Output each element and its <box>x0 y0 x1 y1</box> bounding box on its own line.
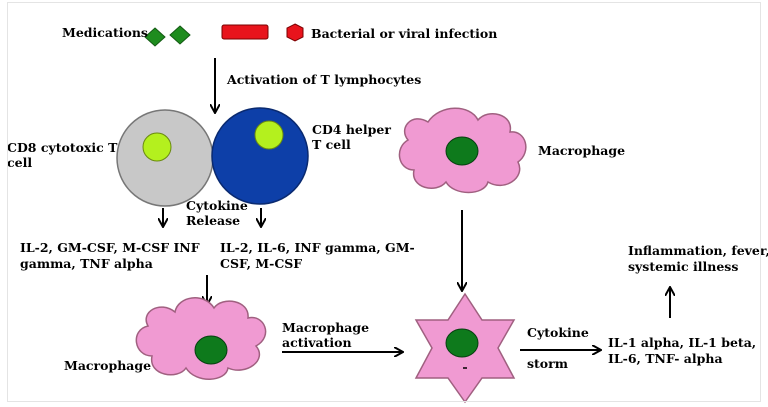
macrophage-activation-line2: activation <box>282 335 352 350</box>
infection-hexagon <box>286 23 304 42</box>
macrophage-bottom-label: Macrophage <box>64 358 152 373</box>
cytokine-release-line2: Release <box>186 213 241 228</box>
cytokine-storm-line2: storm <box>527 356 568 371</box>
cd4-cytokines-line1: IL-2, IL-6, INF gamma, GM- <box>220 240 415 255</box>
macrophage-bottom-nucleus <box>194 335 228 365</box>
cd8-cytokines-line1: IL-2, GM-CSF, M-CSF INF <box>20 240 200 255</box>
cd8-nucleus <box>142 132 172 162</box>
macrophage-top-label: Macrophage <box>538 143 626 158</box>
cd4-label-line2: T cell <box>312 137 351 152</box>
macrophage-top-nucleus <box>445 136 479 166</box>
medication-diamond-2 <box>169 25 191 45</box>
legend-medications: Medications <box>62 25 148 40</box>
storm-cytokines-line1: IL-1 alpha, IL-1 beta, <box>608 335 757 350</box>
cd8-cytokines-line2: gamma, TNF alpha <box>20 256 153 271</box>
macrophage-activation-line1: Macrophage <box>282 320 370 335</box>
storm-cytokines-line2: IL-6, TNF- alpha <box>608 351 723 366</box>
medication-diamond-1 <box>144 27 166 47</box>
cytokine-release-line1: Cytokine <box>186 198 248 213</box>
outcome-line1: Inflammation, fever, <box>628 243 768 258</box>
activated-macrophage-nucleus <box>445 328 479 358</box>
infection-rod <box>221 24 269 40</box>
cd4-cytokines-line2: CSF, M-CSF <box>220 256 303 271</box>
cd4-nucleus <box>254 120 284 150</box>
cd8-label-line2: cell <box>7 155 33 170</box>
cytokine-storm-line1: Cytokine <box>527 325 589 340</box>
cd4-cell <box>211 107 309 205</box>
cd4-label-line1: CD4 helper <box>312 122 391 137</box>
activation-label: Activation of T lymphocytes <box>227 72 422 87</box>
legend-infection: Bacterial or viral infection <box>311 26 498 41</box>
cd8-label-line1: CD8 cytotoxic T <box>7 140 118 155</box>
outcome-line2: systemic illness <box>628 259 739 274</box>
